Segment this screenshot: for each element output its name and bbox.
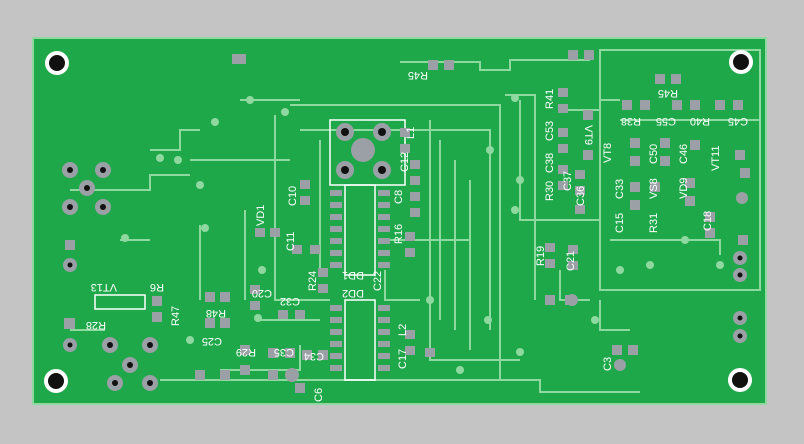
label-c50: C50 — [648, 144, 660, 164]
label-r41: R41 — [544, 89, 556, 109]
label-c25: C25 — [202, 335, 222, 347]
label-r30: R30 — [544, 181, 556, 201]
label-vd9: VD9 — [678, 178, 690, 199]
vias — [121, 94, 724, 374]
label-vt11: VT11 — [710, 146, 722, 171]
silkscreen-labels: R45 L1 C12 C10 VD1 C8 C11 R16 DD1 R24 DD… — [86, 69, 748, 402]
hole-centers — [48, 54, 749, 389]
label-vs8: VS8 — [648, 178, 660, 199]
label-r28: R28 — [86, 319, 106, 331]
label-c46: C46 — [678, 144, 690, 164]
label-r38: R38 — [621, 115, 641, 127]
label-c32: C32 — [280, 295, 300, 307]
label-r40: R40 — [690, 115, 710, 127]
label-c11: C11 — [285, 232, 297, 251]
label-c17: C17 — [397, 349, 409, 369]
label-c21: C21 — [565, 251, 577, 271]
label-r29: R29 — [236, 346, 256, 358]
label-c12: C12 — [399, 152, 411, 172]
smd-pads — [64, 50, 750, 393]
label-r45-top: R45 — [408, 69, 428, 81]
label-r19: R19 — [535, 246, 547, 266]
label-c36: C36 — [575, 186, 587, 206]
ic-pads — [330, 190, 390, 371]
label-c8: C8 — [393, 190, 405, 204]
label-c34: C34 — [304, 350, 324, 362]
label-dd2: DD2 — [342, 287, 364, 299]
label-r48: R48 — [206, 307, 226, 319]
label-c18: C18 — [702, 211, 714, 231]
label-c6: C6 — [313, 388, 325, 402]
vt13-outline — [94, 294, 146, 310]
label-l2: L2 — [397, 324, 409, 336]
label-c45: C45 — [728, 115, 748, 127]
label-dd1: DD1 — [342, 269, 364, 281]
dd2-outline — [344, 299, 376, 381]
label-vt9: VT9 — [582, 125, 594, 145]
label-c38: C38 — [544, 153, 556, 173]
label-vt8: VT8 — [602, 143, 614, 163]
label-c10: C10 — [287, 186, 299, 206]
label-c22: C22 — [372, 271, 384, 291]
board-outline — [32, 37, 767, 405]
label-r16: R16 — [393, 224, 405, 244]
label-c37: C37 — [562, 171, 574, 191]
label-c33: C33 — [614, 179, 626, 199]
label-r6: R6 — [150, 281, 164, 293]
label-c15: C15 — [614, 213, 626, 233]
label-c55: C55 — [656, 115, 676, 127]
label-c53: C53 — [544, 121, 556, 141]
label-c3: C3 — [602, 357, 614, 371]
label-l1: L1 — [405, 127, 417, 139]
label-r31: R31 — [648, 213, 660, 233]
label-r47: R47 — [170, 306, 182, 326]
label-c35: C35 — [274, 346, 294, 358]
label-r24: R24 — [307, 271, 319, 291]
label-vd1: VD1 — [255, 205, 267, 226]
label-r45-right: R45 — [658, 87, 678, 99]
label-c20: C20 — [252, 287, 272, 299]
label-vt13: VT13 — [91, 281, 117, 293]
